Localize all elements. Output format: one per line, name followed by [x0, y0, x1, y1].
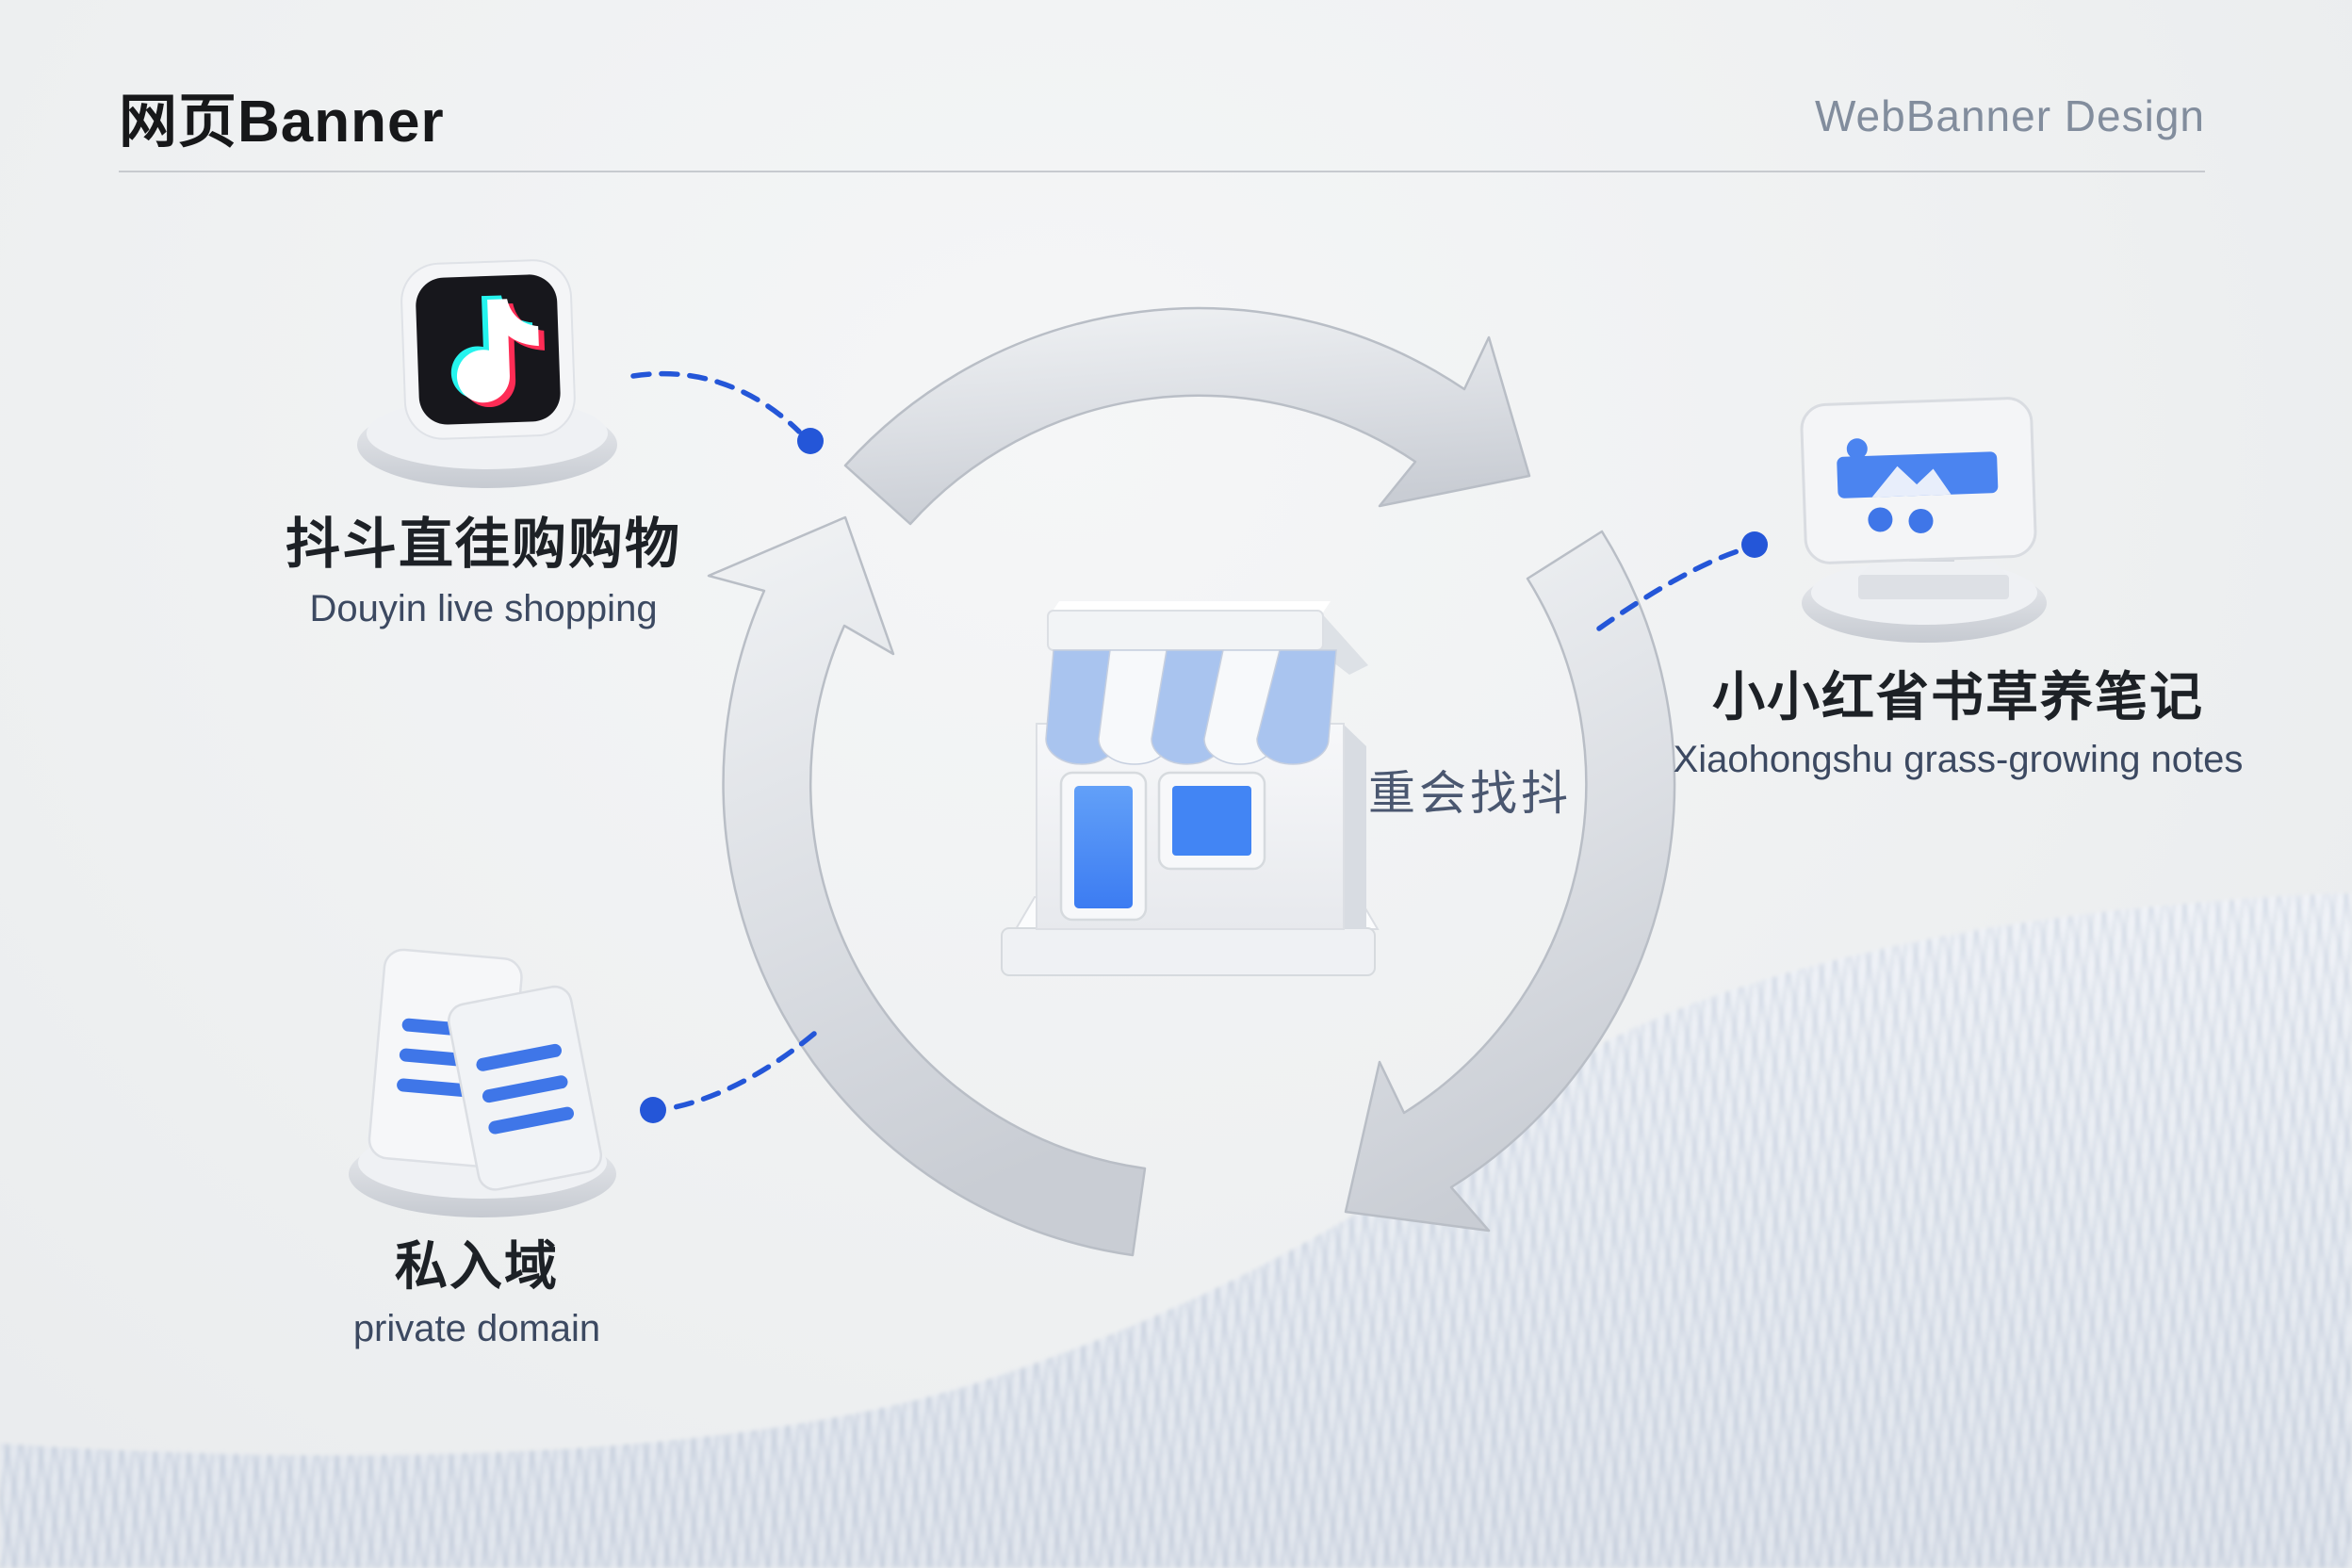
monitor-stand-base	[1858, 575, 2009, 599]
page-subtitle: WebBanner Design	[1814, 91, 2205, 140]
center-store-label: 重会找抖	[1368, 767, 1572, 820]
connectors	[630, 370, 1746, 1112]
storefront-window-glass	[1172, 786, 1251, 856]
storefront-door-glass	[1074, 786, 1133, 908]
connector-xiaohongshu-dot	[1741, 531, 1768, 558]
connector-douyin-dot	[797, 428, 824, 454]
monitor-sun-dot	[1846, 438, 1868, 460]
storefront-awning	[1045, 649, 1337, 765]
documents-icon	[349, 948, 616, 1217]
connector-private-dot	[640, 1097, 666, 1123]
storefront-roof-bar	[1047, 610, 1324, 651]
monitor-image-bar	[1837, 451, 1999, 498]
monitor-gallery-icon	[1800, 397, 2047, 643]
cycle-arrow-top	[843, 306, 1531, 526]
storefront-icon	[1001, 601, 1380, 976]
connector-xiaohongshu-line	[1596, 547, 1746, 631]
monitor-mountains	[1871, 466, 1952, 498]
cycle-arrow-left	[707, 515, 1147, 1257]
connector-private-line	[662, 1031, 817, 1112]
tiktok-note-glyph	[450, 295, 546, 408]
connector-douyin-line	[630, 370, 802, 434]
private-domain-label: 私入域 private domain	[260, 1236, 694, 1351]
monitor-dot-2	[1908, 508, 1934, 533]
document-card-front	[448, 985, 603, 1191]
storefront-body-side	[1343, 724, 1366, 929]
cycle-arrow-right	[1344, 530, 1676, 1233]
page-title: 网页Banner	[119, 90, 445, 155]
private-domain-label-en: private domain	[352, 1308, 601, 1350]
storefront-base-front	[1001, 927, 1376, 976]
xiaohongshu-label-zh: 小小红省书草养笔记	[1712, 667, 2204, 727]
connector-dots	[640, 428, 1768, 1123]
monitor-stand-top	[1858, 562, 2009, 577]
douyin-label-en: Douyin live shopping	[309, 587, 658, 629]
xiaohongshu-label: 小小红省书草养笔记 Xiaohongshu grass-growing note…	[1619, 667, 2297, 782]
header-divider	[119, 171, 2205, 172]
douyin-label: 抖斗直徍购购物 Douyin live shopping	[220, 514, 747, 631]
cycle-arrows	[707, 306, 1676, 1257]
xiaohongshu-label-en: Xiaohongshu grass-growing notes	[1673, 739, 2244, 781]
private-domain-label-zh: 私入域	[395, 1236, 559, 1296]
douyin-label-zh: 抖斗直徍购购物	[285, 514, 681, 575]
monitor-dot-1	[1868, 507, 1893, 532]
douyin-tiktok-icon	[357, 259, 617, 488]
